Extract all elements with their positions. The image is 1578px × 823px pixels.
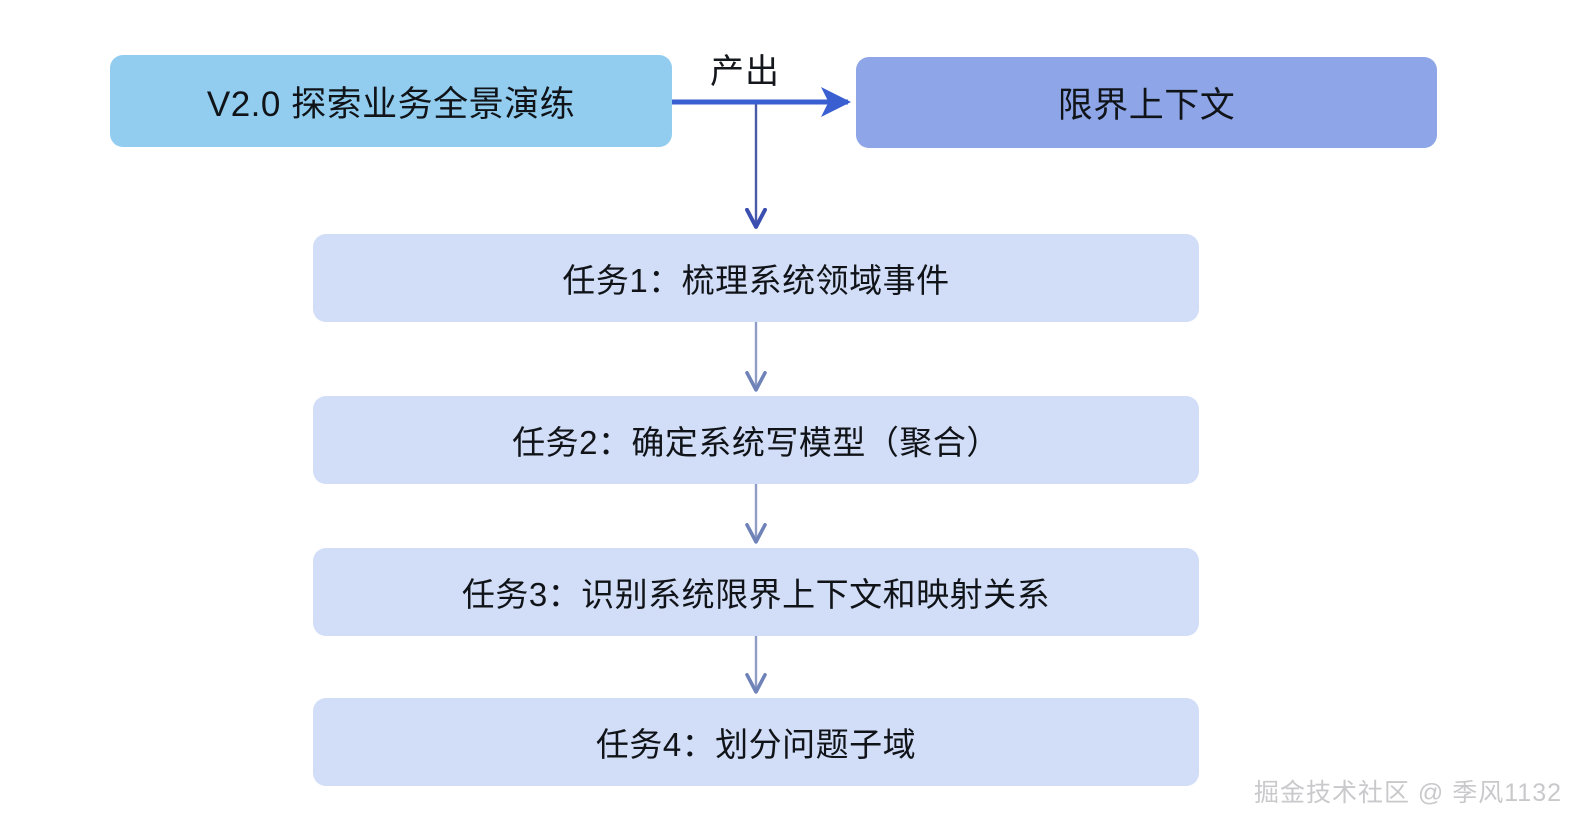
node-task-2[interactable]: 任务2：确定系统写模型（聚合） — [313, 396, 1199, 484]
node-task-4[interactable]: 任务4：划分问题子域 — [313, 698, 1199, 786]
watermark-text: 掘金技术社区 @ 季风1132 — [1253, 779, 1562, 807]
node-task-1[interactable]: 任务1：梳理系统领域事件 — [313, 234, 1199, 322]
node-exploration-workshop[interactable]: V2.0 探索业务全景演练 — [110, 55, 672, 147]
edge-label-produce: 产出 — [710, 53, 780, 91]
node-task-3[interactable]: 任务3：识别系统限界上下文和映射关系 — [313, 548, 1199, 636]
node-bounded-context[interactable]: 限界上下文 — [856, 57, 1437, 148]
